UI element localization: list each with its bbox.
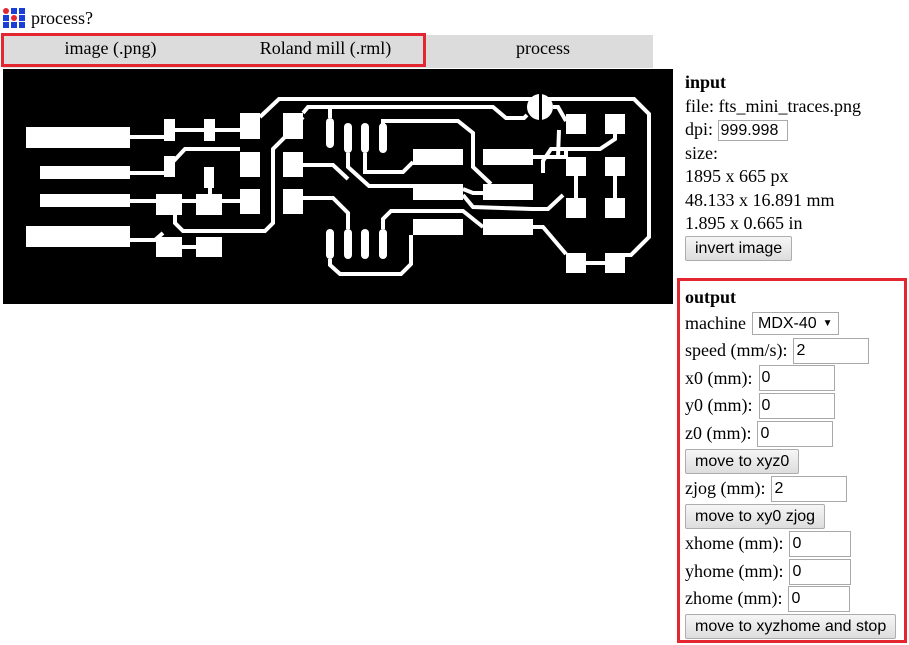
size-px: 1895 x 665 px xyxy=(685,166,789,186)
y0-input[interactable] xyxy=(758,393,835,420)
x0-row: x0 (mm): xyxy=(685,365,896,393)
app-title: process? xyxy=(31,8,93,28)
zhome-input[interactable] xyxy=(788,586,851,613)
pcb-traces-graphic xyxy=(26,93,651,276)
zhome-label: zhome (mm): xyxy=(685,588,783,609)
xhome-label: xhome (mm): xyxy=(685,533,784,554)
input-heading: input xyxy=(685,72,727,92)
xhome-row: xhome (mm): xyxy=(685,530,896,558)
dropdown-arrow-icon: ▼ xyxy=(822,317,833,329)
zjog-input[interactable] xyxy=(771,475,848,502)
yhome-input[interactable] xyxy=(789,558,852,585)
output-highlight-box xyxy=(677,278,907,643)
move-to-xy0-zjog-button[interactable]: move to xy0 zjog xyxy=(685,503,826,529)
pcb-traces-image xyxy=(3,69,673,304)
zjog-row: zjog (mm): xyxy=(685,475,896,503)
speed-row: speed (mm/s): xyxy=(685,337,896,365)
output-panel: output machine MDX-40 ▼ speed (mm/s): x0… xyxy=(685,286,897,641)
machine-label: machine xyxy=(685,312,746,333)
app-header: process? xyxy=(3,6,93,30)
x0-label: x0 (mm): xyxy=(685,367,753,388)
file-label: file: xyxy=(685,95,714,116)
y0-label: y0 (mm): xyxy=(685,395,753,416)
file-row: file: fts_mini_traces.png xyxy=(685,95,861,119)
input-panel: input file: fts_mini_traces.png dpi: siz… xyxy=(685,71,861,263)
file-name: fts_mini_traces.png xyxy=(718,95,861,116)
dpi-input[interactable] xyxy=(717,120,788,142)
machine-value: MDX-40 xyxy=(757,314,817,332)
output-heading: output xyxy=(685,287,737,307)
yhome-label: yhome (mm): xyxy=(685,560,784,581)
tab-roland-mill-rml[interactable]: Roland mill (.rml) xyxy=(259,38,392,58)
zjog-label: zjog (mm): xyxy=(685,478,766,499)
machine-row: machine MDX-40 ▼ xyxy=(685,310,896,338)
module-tabs: image (.png) Roland mill (.rml) process xyxy=(3,35,653,68)
dpi-row: dpi: xyxy=(685,118,861,142)
move-to-xyz0-button[interactable]: move to xyz0 xyxy=(685,448,800,474)
dpi-label: dpi: xyxy=(685,119,714,139)
tab-image-png[interactable]: image (.png) xyxy=(64,38,157,58)
x0-input[interactable] xyxy=(758,365,835,392)
size-label: size: xyxy=(685,142,718,163)
z0-input[interactable] xyxy=(757,420,834,447)
y0-row: y0 (mm): xyxy=(685,392,896,420)
size-in: 1.895 x 0.665 in xyxy=(685,213,803,233)
size-mm: 48.133 x 16.891 mm xyxy=(685,189,835,210)
z0-row: z0 (mm): xyxy=(685,420,896,448)
z0-label: z0 (mm): xyxy=(685,422,752,443)
invert-image-button[interactable]: invert image xyxy=(685,235,793,261)
move-to-xyzhome-and-stop-button[interactable]: move to xyzhome and stop xyxy=(685,614,897,640)
xhome-input[interactable] xyxy=(789,531,852,558)
zhome-row: zhome (mm): xyxy=(685,585,896,613)
grid-dots-icon xyxy=(3,8,25,28)
speed-label: speed (mm/s): xyxy=(685,340,788,361)
machine-select[interactable]: MDX-40 ▼ xyxy=(751,311,839,335)
yhome-row: yhome (mm): xyxy=(685,558,896,586)
speed-input[interactable] xyxy=(793,337,870,364)
tab-process[interactable]: process xyxy=(516,38,570,58)
